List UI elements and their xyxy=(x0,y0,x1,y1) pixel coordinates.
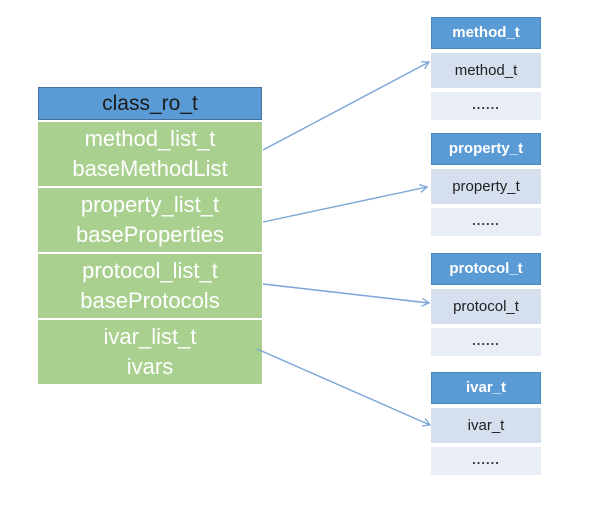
protocol-t-entry: protocol_t xyxy=(431,289,541,324)
ivar-t-entry: ivar_t xyxy=(431,408,541,443)
method-t-ellipsis: ...... xyxy=(431,92,541,120)
arrow-ivarlist-to-ivar-t-icon xyxy=(256,348,430,425)
ivar-t-ellipsis: ...... xyxy=(431,447,541,475)
property-t-table: property_t property_t ...... xyxy=(431,133,541,236)
arrow-protocollist-to-protocol-t-icon xyxy=(262,283,429,303)
class-ro-t-table: class_ro_t method_list_t baseMethodList … xyxy=(38,87,262,384)
protocol-t-ellipsis: ...... xyxy=(431,328,541,356)
protocol-t-table: protocol_t protocol_t ...... xyxy=(431,253,541,356)
method-t-table: method_t method_t ...... xyxy=(431,17,541,120)
ivar-t-header: ivar_t xyxy=(431,372,541,404)
row-method-list-type: method_list_t xyxy=(84,126,216,151)
ivar-t-table: ivar_t ivar_t ...... xyxy=(431,372,541,475)
class-ro-t-header: class_ro_t xyxy=(38,87,262,120)
property-t-entry: property_t xyxy=(431,169,541,204)
row-protocol-list-name: baseProtocols xyxy=(80,288,220,313)
arrow-propertylist-to-property-t-icon xyxy=(262,187,427,223)
property-t-header: property_t xyxy=(431,133,541,165)
row-protocol-list: protocol_list_t baseProtocols xyxy=(38,254,262,318)
row-method-list-name: baseMethodList xyxy=(72,156,228,181)
property-t-ellipsis: ...... xyxy=(431,208,541,236)
method-t-header: method_t xyxy=(431,17,541,49)
row-protocol-list-type: protocol_list_t xyxy=(82,258,218,283)
protocol-t-header: protocol_t xyxy=(431,253,541,285)
row-ivar-list-name: ivars xyxy=(126,354,174,379)
row-property-list-name: baseProperties xyxy=(76,222,224,247)
row-property-list: property_list_t baseProperties xyxy=(38,188,262,252)
row-method-list: method_list_t baseMethodList xyxy=(38,122,262,186)
arrow-methodlist-to-method-t-icon xyxy=(262,62,429,151)
row-property-list-type: property_list_t xyxy=(80,192,220,217)
row-ivar-list-type: ivar_list_t xyxy=(103,324,197,349)
row-ivar-list: ivar_list_t ivars xyxy=(38,320,262,384)
method-t-entry: method_t xyxy=(431,53,541,88)
